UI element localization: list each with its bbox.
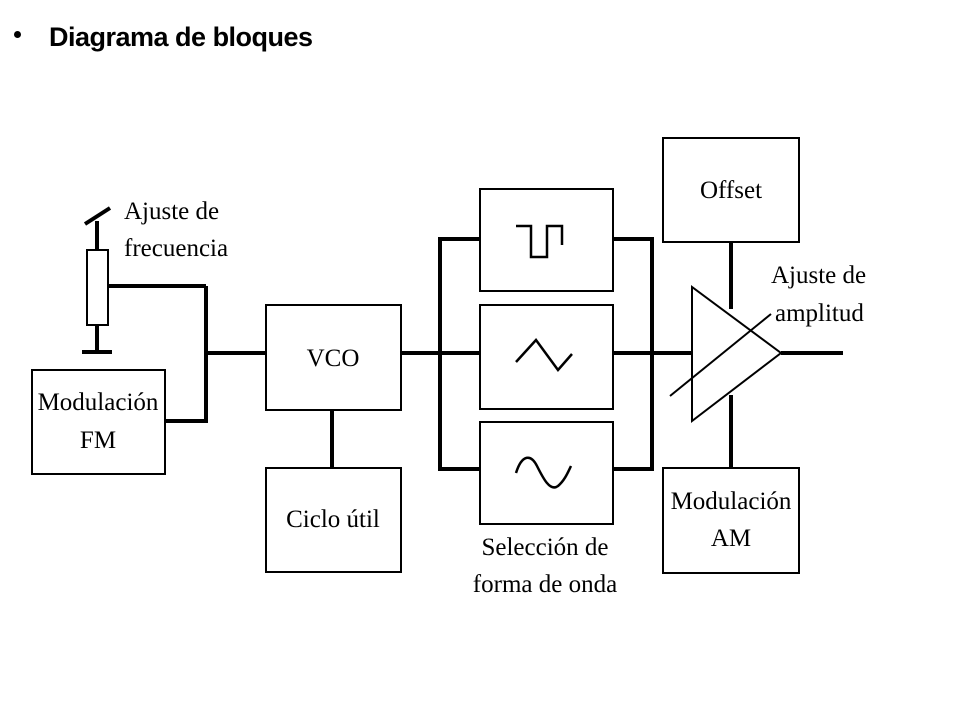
sine-wave-icon (514, 456, 573, 489)
waveform-selection-label-2: forma de onda (473, 571, 617, 598)
slide-heading: Diagrama de bloques (14, 22, 313, 53)
fm-label-1: Modulación (38, 389, 159, 416)
bullet-icon (14, 31, 21, 38)
amplitude-adjust-label-1: Ajuste de (771, 262, 866, 289)
am-label-1: Modulación (671, 488, 792, 515)
connection-wires (108, 237, 843, 471)
vco-label: VCO (307, 345, 360, 372)
triangle-wave-icon (515, 338, 573, 372)
sine-wave-block (479, 421, 614, 525)
heading-title: Diagrama de bloques (49, 22, 313, 52)
fm-modulation-block: Modulación FM (31, 369, 166, 475)
potentiometer-icon (82, 206, 112, 354)
offset-label: Offset (700, 177, 762, 204)
vco-block: VCO (265, 304, 402, 411)
freq-adjust-label-2: frecuencia (124, 235, 228, 262)
duty-cycle-label: Ciclo útil (286, 506, 380, 533)
square-wave-block (479, 188, 614, 292)
fm-label-2: FM (80, 427, 116, 454)
duty-cycle-block: Ciclo útil (265, 467, 402, 573)
amplifier-triangle-icon (669, 285, 783, 424)
amplitude-adjust-arrow (669, 313, 772, 397)
am-modulation-block: Modulación AM (662, 467, 800, 574)
amplitude-adjust-label-2: amplitud (775, 300, 864, 327)
square-wave-icon (516, 224, 564, 259)
waveform-selection-label-1: Selección de (481, 534, 608, 561)
am-label-2: AM (711, 525, 751, 552)
freq-adjust-label-1: Ajuste de (124, 198, 219, 225)
triangle-wave-block (479, 304, 614, 410)
offset-block: Offset (662, 137, 800, 243)
